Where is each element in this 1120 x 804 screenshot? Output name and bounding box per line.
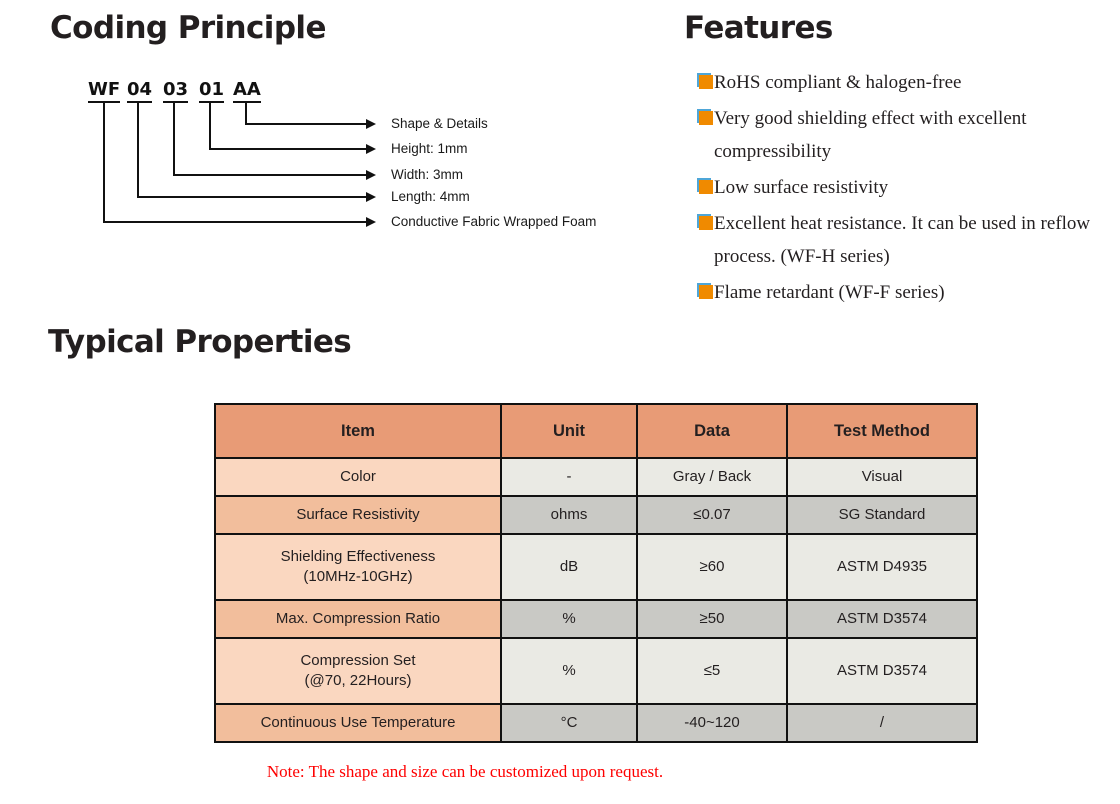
leader-drop-length [137,101,139,197]
leader-drop-shape [245,101,247,124]
cell-method: SG Standard [786,495,978,535]
bullet-square-icon [684,70,714,96]
cell-item: Max. Compression Ratio [214,599,502,639]
table-row: Shielding Effectiveness(10MHz-10GHz) dB … [214,533,978,601]
code-token-wf: WF [88,79,121,103]
page-title-coding-principle: Coding Principle [50,10,326,46]
cell-item: Continuous Use Temperature [214,703,502,743]
cell-data: ≤5 [636,637,788,705]
cell-data: -40~120 [636,703,788,743]
bullet-square-icon [684,211,714,237]
table-header-row: Item Unit Data Test Method [214,403,978,459]
features-list: RoHS compliant & halogen-free Very good … [684,66,1104,312]
leader-run-shape [245,123,368,125]
column-header-unit: Unit [500,403,638,459]
cell-item: Color [214,457,502,497]
list-item: Flame retardant (WF-F series) [684,276,1104,309]
cell-data: Gray / Back [636,457,788,497]
table-row: Compression Set(@70, 22Hours) % ≤5 ASTM … [214,637,978,705]
bullet-square-icon [684,106,714,132]
table-row: Color - Gray / Back Visual [214,457,978,497]
coding-principle-diagram: WF 04 03 01 AA Shape & Details Height: 1… [0,0,680,250]
list-item: RoHS compliant & halogen-free [684,66,1104,99]
typical-properties-table: Item Unit Data Test Method Color - Gray … [214,403,978,743]
cell-data: ≥60 [636,533,788,601]
diagram-label-length: Length: 4mm [391,189,470,204]
leader-run-width [173,174,368,176]
feature-text: RoHS compliant & halogen-free [714,72,962,93]
cell-item: Shielding Effectiveness(10MHz-10GHz) [214,533,502,601]
cell-unit: % [500,599,638,639]
code-token-shape: AA [233,79,261,103]
arrow-head-height [366,144,376,154]
list-item: Very good shielding effect with excellen… [684,102,1104,168]
leader-run-material [103,221,368,223]
cell-unit: dB [500,533,638,601]
cell-unit: ohms [500,495,638,535]
cell-data: ≥50 [636,599,788,639]
cell-method: ASTM D3574 [786,599,978,639]
page-title-features: Features [684,10,833,46]
cell-item: Surface Resistivity [214,495,502,535]
cell-method: ASTM D3574 [786,637,978,705]
leader-drop-width [173,101,175,175]
table-row: Surface Resistivity ohms ≤0.07 SG Standa… [214,495,978,535]
table-row: Continuous Use Temperature °C -40~120 / [214,703,978,743]
bullet-square-icon [684,175,714,201]
list-item: Low surface resistivity [684,171,1104,204]
feature-text: Flame retardant (WF-F series) [714,282,945,303]
code-token-width: 03 [163,79,189,103]
cell-method: ASTM D4935 [786,533,978,601]
list-item: Excellent heat resistance. It can be use… [684,207,1104,273]
column-header-test-method: Test Method [786,403,978,459]
arrow-head-shape [366,119,376,129]
leader-drop-material [103,101,105,222]
diagram-label-height: Height: 1mm [391,141,468,156]
cell-unit: % [500,637,638,705]
leader-drop-height [209,101,211,149]
diagram-label-material: Conductive Fabric Wrapped Foam [391,214,597,229]
table-row: Max. Compression Ratio % ≥50 ASTM D3574 [214,599,978,639]
cell-method: / [786,703,978,743]
page-title-typical-properties: Typical Properties [48,324,352,360]
cell-unit: °C [500,703,638,743]
leader-run-height [209,148,368,150]
feature-text: Very good shielding effect with excellen… [714,108,1027,162]
arrow-head-length [366,192,376,202]
cell-unit: - [500,457,638,497]
cell-item: Compression Set(@70, 22Hours) [214,637,502,705]
diagram-label-shape: Shape & Details [391,116,488,131]
column-header-item: Item [214,403,502,459]
column-header-data: Data [636,403,788,459]
code-token-length: 04 [127,79,153,103]
cell-method: Visual [786,457,978,497]
feature-text: Excellent heat resistance. It can be use… [714,213,1091,267]
arrow-head-material [366,217,376,227]
bullet-square-icon [684,280,714,306]
table-note: Note: The shape and size can be customiz… [266,762,664,781]
leader-run-length [137,196,368,198]
code-token-height: 01 [199,79,225,103]
diagram-label-width: Width: 3mm [391,167,464,182]
feature-text: Low surface resistivity [714,177,889,198]
arrow-head-width [366,170,376,180]
cell-data: ≤0.07 [636,495,788,535]
